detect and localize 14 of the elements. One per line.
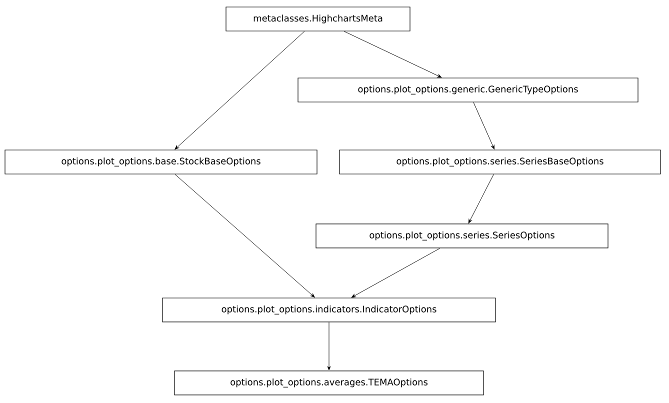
class-box: options.plot_options.base.StockBaseOptions [4,150,318,174]
arrow [351,248,440,298]
class-box: options.plot_options.indicators.IndicatorOptions [162,298,496,322]
arrow [473,102,495,150]
arrow [174,31,305,150]
arrow [468,174,494,224]
class-box: metaclasses.HighchartsMeta [226,6,410,32]
class-box: options.plot_options.averages.TEMAOptions [174,370,484,396]
arrow [327,322,331,370]
class-box: options.plot_options.generic.GenericTypeOptions [298,78,638,102]
arrow [344,31,442,78]
class-box: options.plot_options.series.SeriesBaseOptions [339,150,661,174]
arrow [174,174,315,298]
class-box: options.plot_options.series.SeriesOptions [316,224,608,248]
